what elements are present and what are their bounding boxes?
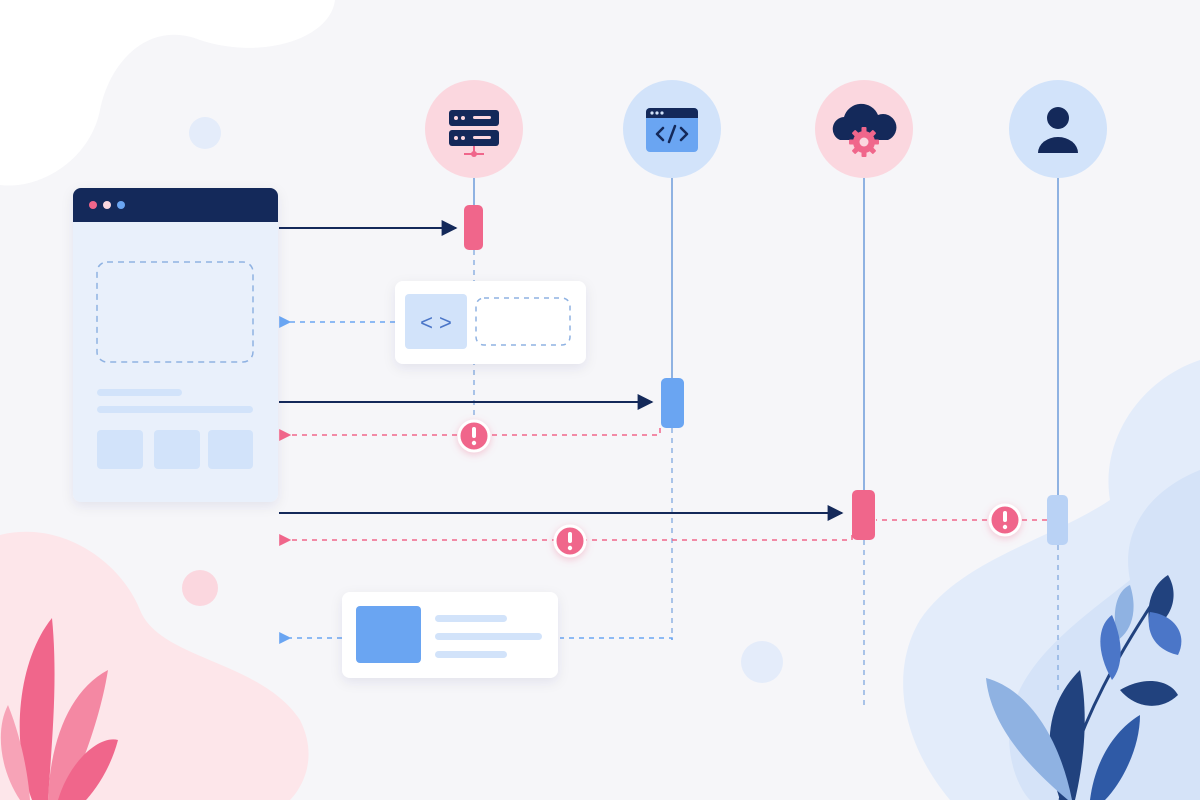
text-line-short [97,389,182,396]
error-icon [457,419,491,453]
tile-2 [154,430,200,469]
text-line-long [97,406,253,413]
error-icon [553,524,587,558]
tile-1 [97,430,143,469]
placeholder-box [96,261,254,363]
error-icon [988,503,1022,537]
code-symbol-tile [405,294,467,349]
browser-window [73,188,278,502]
participant-server [425,80,523,178]
participant-cloud [815,80,913,178]
white-blob-top-left [0,0,335,186]
media-line-3 [435,651,507,658]
message-error-cloud [279,534,853,546]
message-error-code-window [279,428,661,441]
window-dot-3 [117,201,125,209]
error-markers [457,419,1022,558]
browser-title-bar [73,188,278,222]
window-dot-1 [89,201,97,209]
decor-dot-blue-bottom [741,641,783,683]
user-icon [1038,107,1078,153]
pink-leaves-decor [0,618,118,800]
media-line-1 [435,615,507,622]
code-window-icon [646,108,698,152]
media-thumbnail [356,606,421,663]
lifelines [473,178,1059,705]
tile-3 [208,430,253,469]
server-rack-icon [449,110,499,157]
code-placeholder-box [475,297,571,346]
activation-code-window [661,378,684,428]
code-response-card: < > [395,281,586,364]
message-response-media-card [560,637,673,640]
decor-dot-blue-top [189,117,221,149]
activation-cloud [852,490,875,540]
media-response-card [342,592,558,678]
decor-dot-pink [182,570,218,606]
activation-bars [464,205,1068,545]
code-symbol: < > [420,310,452,335]
activation-user [1047,495,1068,545]
activation-server [464,205,483,250]
blue-leaves-decor [986,575,1182,800]
media-line-2 [435,633,542,640]
cloud-gear-icon [832,103,897,157]
participant-code-window [623,80,721,178]
participant-user [1009,80,1107,178]
messages [279,220,1047,644]
window-dot-2 [103,201,111,209]
